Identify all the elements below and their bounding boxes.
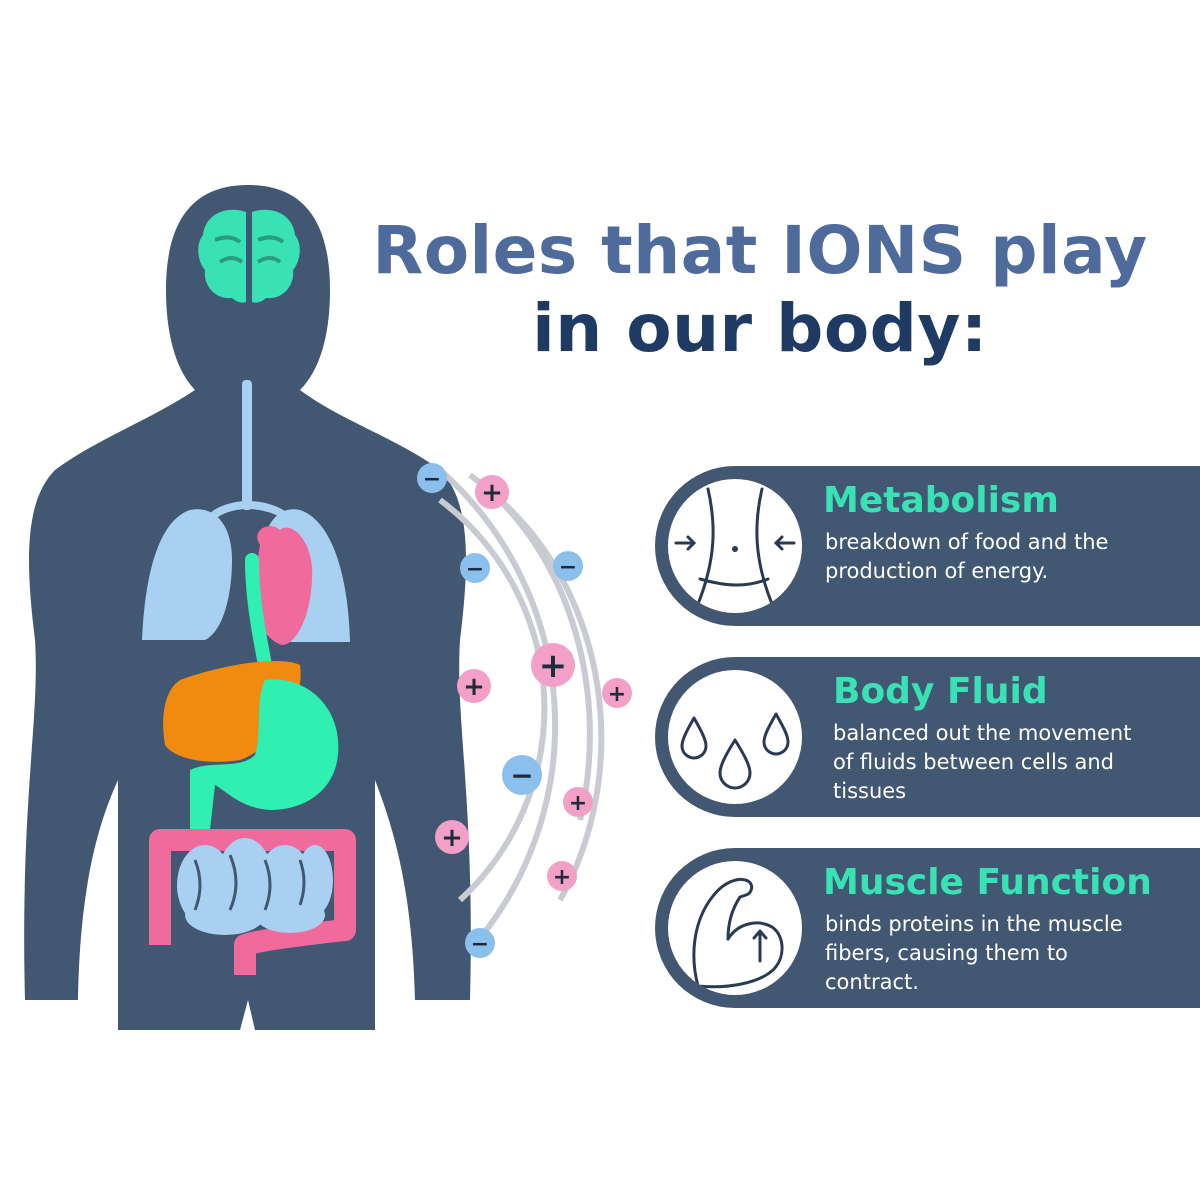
waist-icon [674,487,796,606]
page-title: Roles that IONS play in our body: [330,212,1190,368]
orbit-outermost [498,497,605,902]
ion-orbits: − + − − + + + − [417,463,632,958]
role-card-metabolism: Metabolism breakdown of food and the pro… [655,466,1200,626]
role-description-line: breakdown of food and the [825,530,1109,554]
anion-sign: − [559,555,577,580]
anion: − [460,553,490,583]
role-description-line: of fluids between cells and [833,750,1114,774]
role-icon-circle [668,479,802,613]
role-heading: Muscle Function [823,862,1152,903]
body-silhouette [24,185,471,1030]
cation: + [435,820,469,854]
cation-sign: + [463,672,485,702]
intestine-folds [193,854,306,911]
cation: + [531,643,575,687]
role-card-body-fluid: Body Fluid balanced out the movement of … [655,657,1200,817]
role-description: balanced out the movement of fluids betw… [833,719,1200,806]
role-heading: Body Fluid [833,671,1048,712]
cation: + [563,787,593,817]
cation: + [457,669,491,703]
title-line-1: Roles that IONS play [372,212,1148,289]
cation: + [602,678,632,708]
orbit-middle [438,467,559,952]
body-diagram [24,185,471,1030]
role-description-line: fibers, causing them to [825,941,1068,965]
anion-sign: − [466,557,484,582]
cation-sign: + [569,791,587,816]
role-icon-circle [668,861,802,995]
role-description: binds proteins in the muscle fibers, cau… [825,910,1195,997]
anion: − [417,463,447,493]
title-line-2: in our body: [532,290,988,367]
cation: + [547,861,577,891]
role-description-line: binds proteins in the muscle [825,912,1123,936]
stomach-icon [190,679,339,830]
orbit-inner [438,497,548,903]
anion-sign: − [510,759,533,792]
role-description-line: contract. [825,970,919,994]
role-description-line: production of energy. [825,559,1049,583]
cation-sign: + [608,682,626,707]
role-card-muscle-function: Muscle Function binds proteins in the mu… [655,848,1200,1008]
role-description-line: tissues [833,779,907,803]
anion-sign: − [471,932,489,957]
droplets-icon [680,712,790,790]
anion-sign: − [423,467,441,492]
left-lung-icon [142,509,232,640]
role-description: breakdown of food and the production of … [825,528,1195,586]
anion: − [465,928,495,958]
anion: − [502,755,542,795]
cation-sign: + [441,823,463,853]
cation-sign: + [539,646,568,686]
trachea [242,380,252,510]
cation-sign: + [553,865,571,890]
role-description-line: balanced out the movement [833,721,1132,745]
cation: + [475,475,509,509]
colon-icon [149,829,356,975]
heart-icon [251,525,313,645]
role-icon-circle [668,670,802,804]
brain-icon [198,209,300,303]
anion: − [553,551,583,581]
flexed-arm-icon [692,877,784,989]
role-heading: Metabolism [823,480,1059,521]
cation-sign: + [481,478,503,508]
